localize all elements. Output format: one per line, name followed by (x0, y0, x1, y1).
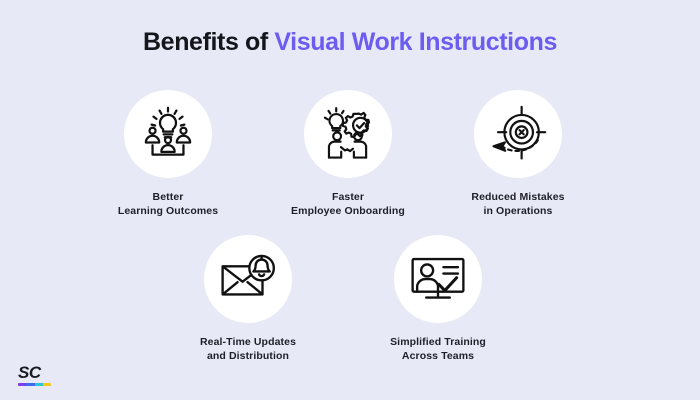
logo-bar-segment-3 (34, 383, 43, 386)
benefit-item-simplified-training: Simplified Training Across Teams (353, 235, 523, 364)
logo-bar-segment-4 (42, 383, 51, 386)
caption-line-1: Simplified Training (390, 336, 486, 348)
page-title: Benefits of Visual Work Instructions (0, 28, 700, 57)
logo-bar-segment-2 (26, 383, 35, 386)
benefit-item-realtime-updates: Real-Time Updates and Distribution (163, 235, 333, 364)
brand-logo[interactable]: SC (18, 364, 52, 386)
benefit-item-learning-outcomes: Better Learning Outcomes (83, 90, 253, 219)
icon-circle (474, 90, 562, 178)
title-highlight: Visual Work Instructions (274, 28, 557, 56)
caption-line-2: in Operations (483, 204, 553, 217)
caption-line-1: Faster (331, 191, 365, 203)
icon-circle (124, 90, 212, 178)
monitor-training-check-icon (409, 250, 467, 308)
logo-bar-segment-1 (18, 383, 27, 386)
caption-line-1: Reduced Mistakes (471, 191, 565, 203)
benefit-caption: Better Learning Outcomes (83, 191, 253, 219)
caption-line-1: Real-Time Updates (199, 336, 297, 348)
benefit-caption: Faster Employee Onboarding (263, 191, 433, 219)
icon-circle (304, 90, 392, 178)
logo-text: SC (18, 363, 41, 382)
benefit-caption: Real-Time Updates and Distribution (163, 336, 333, 364)
title-prefix: Benefits of (143, 28, 275, 56)
caption-line-1: Better (152, 191, 184, 203)
caption-line-2: Employee Onboarding (291, 204, 405, 217)
logo-color-bar (18, 383, 51, 386)
caption-line-2: Learning Outcomes (117, 204, 219, 217)
icon-circle (394, 235, 482, 323)
caption-line-2: and Distribution (206, 349, 290, 362)
benefit-caption: Reduced Mistakes in Operations (433, 191, 603, 219)
target-miss-icon (489, 105, 547, 163)
envelope-bell-icon (219, 250, 277, 308)
icon-circle (204, 235, 292, 323)
benefit-caption: Simplified Training Across Teams (353, 336, 523, 364)
benefit-item-reduced-mistakes: Reduced Mistakes in Operations (433, 90, 603, 219)
caption-line-2: Across Teams (401, 349, 475, 362)
lightbulb-team-icon (138, 104, 198, 164)
handshake-gear-idea-icon (319, 105, 377, 163)
benefit-item-employee-onboarding: Faster Employee Onboarding (263, 90, 433, 219)
